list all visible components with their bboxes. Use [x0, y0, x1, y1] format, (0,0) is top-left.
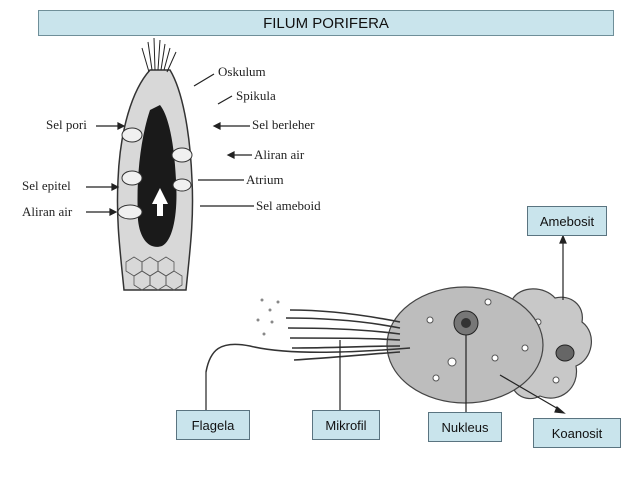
label-sel-ameboid: Sel ameboid: [256, 198, 321, 213]
label-amebosit: Amebosit: [527, 206, 607, 236]
label-flagela: Flagela: [176, 410, 250, 440]
label-sel-berleher: Sel berleher: [252, 117, 315, 132]
label-aliran-air-left: Aliran air: [22, 204, 73, 219]
sponge-atrium: [137, 105, 177, 247]
label-atrium: Atrium: [246, 172, 284, 187]
label-mikrofil: Mikrofil: [312, 410, 380, 440]
koanosit-body: [386, 286, 544, 404]
label-koanosit: Koanosit: [533, 418, 621, 448]
flagela-line: [205, 343, 411, 373]
label-nukleus: Nukleus: [428, 412, 502, 442]
sel-pori-shape: [121, 127, 143, 143]
mikrofil-collar: [285, 309, 401, 361]
water-arrow: [152, 188, 168, 216]
slide-title: FILUM PORIFERA: [38, 10, 614, 36]
label-sel-pori: Sel pori: [46, 117, 87, 132]
label-spikula: Spikula: [236, 88, 276, 103]
label-aliran-air-right: Aliran air: [254, 147, 305, 162]
label-oskulum: Oskulum: [218, 64, 266, 79]
sponge-base-mesh: [125, 256, 183, 291]
label-sel-epitel: Sel epitel: [22, 178, 71, 193]
spikula-tuft: [141, 37, 177, 73]
